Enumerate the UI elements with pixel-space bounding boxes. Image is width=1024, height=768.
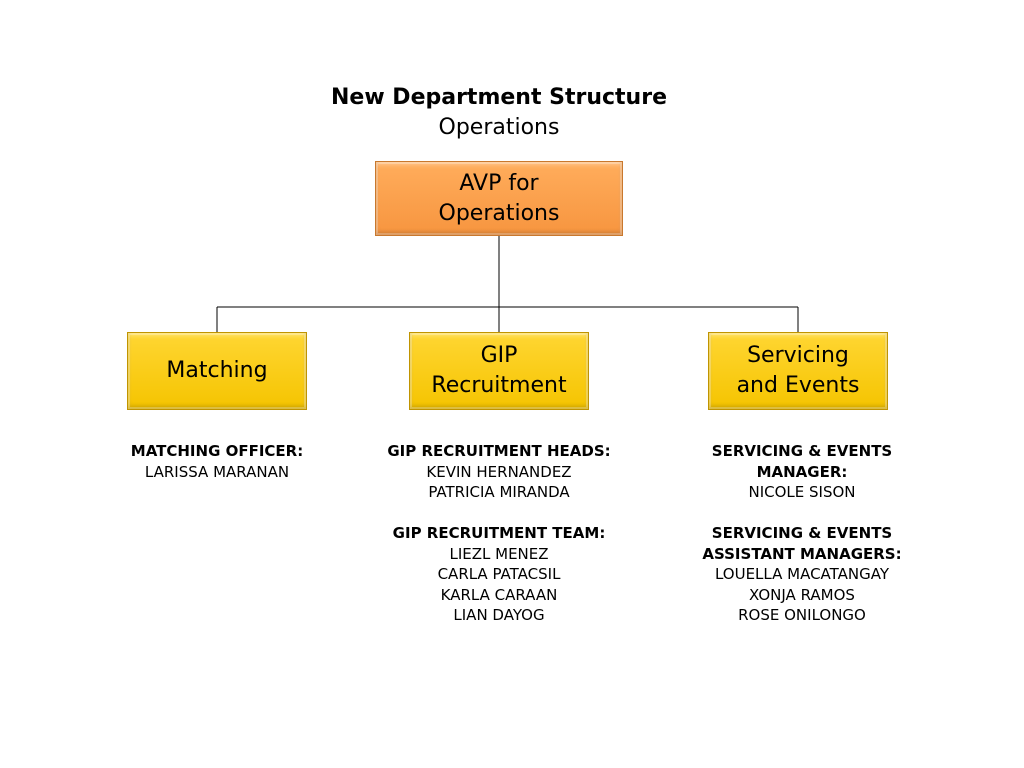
staff-name: LIAN DAYOG — [453, 606, 545, 624]
staff-name: CARLA PATACSIL — [437, 565, 561, 583]
gip-staff: GIP RECRUITMENT HEADS: KEVIN HERNANDEZ P… — [374, 441, 624, 626]
matching-box: Matching — [127, 332, 307, 410]
staff-heading: MATCHING OFFICER: — [130, 442, 304, 460]
staff-name: ROSE ONILONGO — [738, 606, 866, 624]
staff-heading: ASSISTANT MANAGERS: — [702, 544, 902, 563]
staff-name: PATRICIA MIRANDA — [428, 483, 570, 501]
staff-name: LOUELLA MACATANGAY — [714, 565, 890, 583]
staff-name: LARISSA MARANAN — [144, 462, 290, 481]
servicing-events-box: Servicing and Events — [708, 332, 888, 410]
staff-heading: GIP RECRUITMENT HEADS: — [387, 442, 611, 460]
staff-name: LIEZL MENEZ — [449, 544, 549, 563]
page-title: New Department Structure — [330, 85, 667, 110]
page-subtitle: Operations — [438, 115, 560, 140]
staff-name: KEVIN HERNANDEZ — [426, 462, 572, 481]
gip-box-line1: GIP — [480, 343, 518, 368]
avp-box-line2: Operations — [438, 200, 560, 226]
servicing-box-line2: and Events — [736, 373, 860, 398]
staff-heading: SERVICING & EVENTS — [711, 442, 893, 460]
matching-staff: MATCHING OFFICER: LARISSA MARANAN — [107, 441, 327, 482]
avp-box-line1: AVP for — [459, 170, 539, 196]
staff-name: NICOLE SISON — [748, 483, 856, 501]
matching-box-line1: Matching — [166, 358, 268, 383]
servicing-staff: SERVICING & EVENTS MANAGER: NICOLE SISON… — [677, 441, 927, 626]
servicing-box-line1: Servicing — [747, 343, 849, 368]
staff-name: KARLA CARAAN — [440, 585, 558, 604]
staff-heading: SERVICING & EVENTS — [711, 524, 893, 542]
staff-heading: MANAGER: — [756, 462, 848, 481]
staff-heading: GIP RECRUITMENT TEAM: — [392, 524, 606, 542]
avp-operations-box: AVP for Operations — [375, 161, 623, 236]
staff-name: XONJA RAMOS — [749, 585, 855, 604]
gip-recruitment-box: GIP Recruitment — [409, 332, 589, 410]
gip-box-line2: Recruitment — [431, 373, 567, 398]
